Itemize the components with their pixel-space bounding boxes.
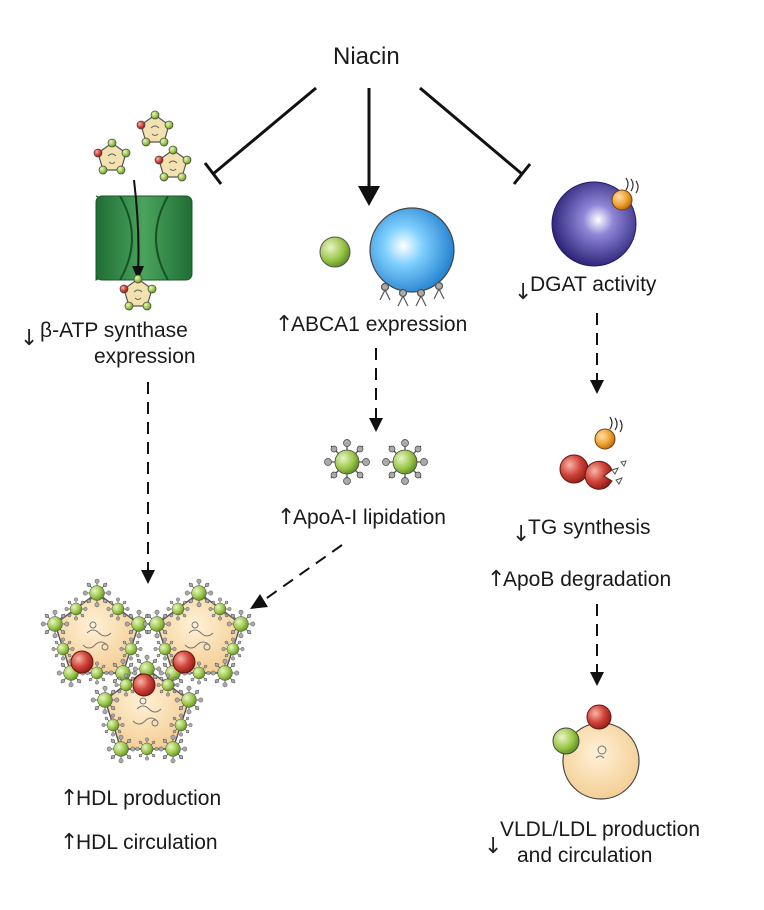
beta-atp-synthase-label-line2: expression: [94, 345, 196, 368]
hdl-particles-graphic: [41, 579, 255, 763]
dashed-arrow-right-1: [590, 313, 604, 394]
apoa1-particles-graphic: [323, 438, 429, 486]
down-arrow-beta-atp: ↓: [20, 326, 39, 351]
down-arrow-dgat: ↓: [514, 280, 533, 305]
atp-synthase-graphic: [93, 110, 193, 311]
up-arrow-hdl-circulation: ↑: [60, 830, 79, 855]
up-arrow-hdl-production: ↑: [60, 786, 79, 811]
up-arrow-apoa1: ↑: [277, 505, 296, 530]
dashed-arrow-middle-down: [369, 348, 383, 432]
dashed-arrow-right-2: [590, 604, 604, 686]
dgat-activity-label: DGAT activity: [530, 273, 657, 296]
abca1-expression-label: ABCA1 expression: [291, 313, 468, 336]
inhibition-arrow-right: [419, 86, 532, 185]
down-arrow-vldl: ↓: [484, 834, 503, 859]
tg-synthesis-label: TG synthesis: [528, 516, 651, 539]
vldl-particle-graphic: [552, 704, 640, 800]
apoa1-lipidation-label: ApoA-I lipidation: [293, 506, 446, 529]
up-arrow-abca1: ↑: [275, 312, 294, 337]
dashed-arrow-middle-to-hdl: [250, 544, 343, 609]
vldl-ldl-label-line1: VLDL/LDL production: [500, 818, 701, 841]
down-arrow-tg: ↓: [512, 522, 531, 547]
vldl-ldl-label-line2: and circulation: [517, 844, 653, 867]
apob-degradation-label: ApoB degradation: [503, 568, 672, 591]
tg-particles-graphic: [559, 416, 627, 490]
abca1-cell-graphic: [319, 207, 455, 307]
dashed-arrow-left: [141, 382, 155, 584]
beta-atp-synthase-label-line1: β-ATP synthase: [40, 319, 188, 342]
inhibition-arrow-left: [203, 86, 317, 185]
dgat-cell-graphic: [551, 177, 639, 267]
hdl-circulation-label: HDL circulation: [76, 831, 218, 854]
hdl-production-label: HDL production: [76, 787, 222, 810]
up-arrow-apob: ↑: [487, 567, 506, 592]
activation-arrow-middle: [358, 88, 380, 206]
niacin-label: Niacin: [333, 43, 400, 70]
